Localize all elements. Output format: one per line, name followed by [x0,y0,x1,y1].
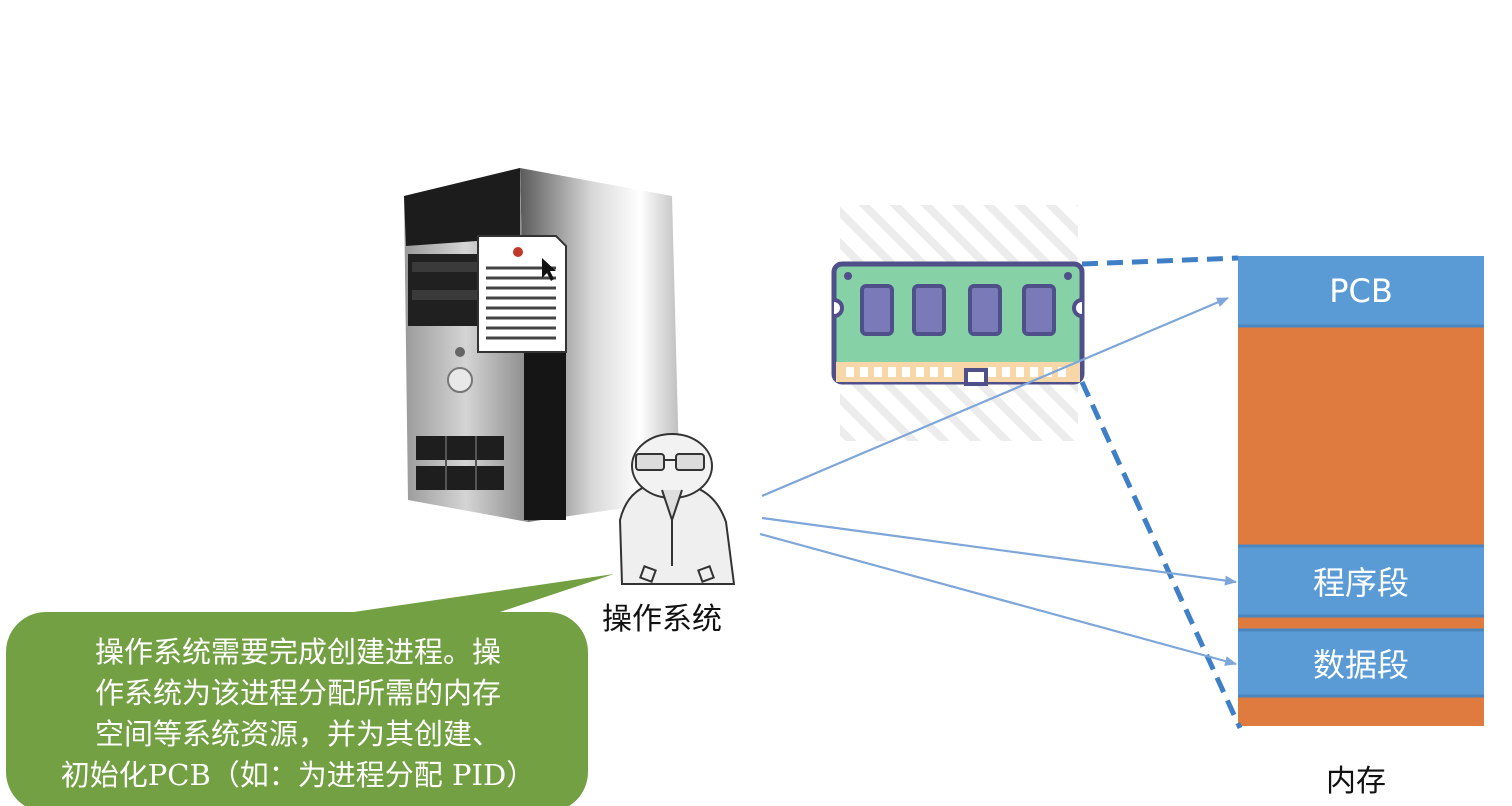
program-segment-label: 程序段 [1312,564,1409,602]
memory-column [1238,256,1484,726]
bubble-line: 初始化PCB（如：为进程分配 PID） [60,758,536,792]
bubble-line: 操作系统需要完成创建进程。操 [94,635,501,669]
allocation-arrows [759,296,1237,666]
bubble-line: 作系统为该进程分配所需的内存 [94,676,501,710]
pcb-block-label: PCB [1329,272,1393,310]
bubble-text: 操作系统需要完成创建进程。操 作系统为该进程分配所需的内存 空间等系统资源，并为… [18,632,578,796]
memory-caption: 内存 [1326,764,1386,799]
ram-module-icon [831,205,1085,441]
speech-bubble [6,574,614,806]
zoom-dashed-lines [1079,255,1243,730]
bubble-line: 空间等系统资源，并为其创建、 [94,717,501,751]
data-segment-label: 数据段 [1312,646,1409,684]
os-label: 操作系统 [602,602,722,637]
os-person-icon [618,433,736,585]
document-icon [477,235,567,353]
